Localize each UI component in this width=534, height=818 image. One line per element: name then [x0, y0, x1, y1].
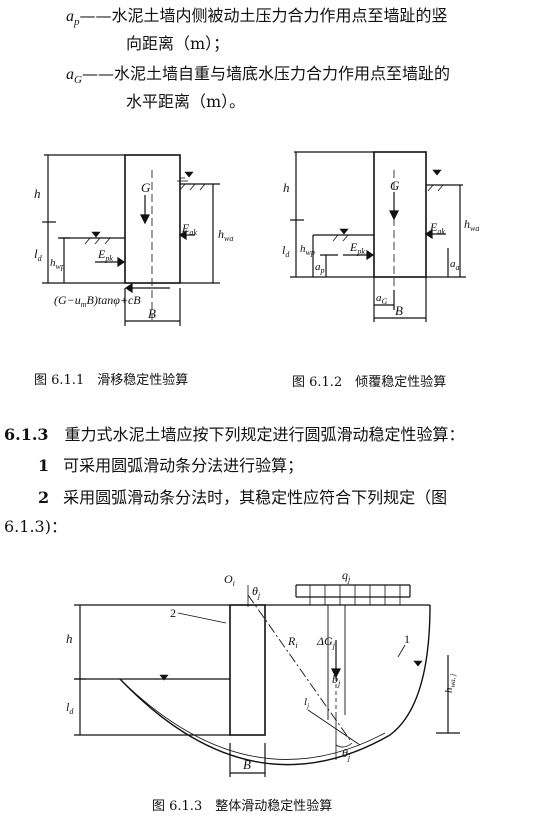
fig2-label-ld: ld [282, 243, 290, 259]
def-ap-line2: 向距离（m）； [126, 34, 230, 53]
fig1-label-Epk: Epk [97, 247, 113, 263]
fig3-label-hwaj: hwa, j [443, 674, 457, 693]
fig3-label-bj: bj [332, 672, 341, 688]
def-ag-symbol: a [66, 66, 74, 83]
figure-6-1-3: Oi θj qj 2 Ri ΔGj 1 hwa, j bj lj θj h ld… [66, 568, 460, 777]
def-ag-sub: G [74, 74, 82, 87]
fig3-caption: 图 6.1.3 整体滑动稳定性验算 [152, 799, 333, 814]
fig2-label-hwa: hwa [464, 217, 479, 233]
def-ap-text1: 水泥土墙内侧被动土压力合力作用点至墙趾的竖 [111, 6, 448, 25]
def-ag-dash: —— [81, 64, 114, 83]
section-item-1: 1 可采用圆弧滑动条分法进行验算； [38, 454, 303, 478]
item2-number: 2 [38, 488, 50, 507]
fig3-label-Oi: Oi [224, 572, 235, 588]
fig3-label-theta-top: θj [252, 584, 261, 600]
fig3-label-qj: qj [342, 568, 351, 584]
fig3-label-h: h [66, 631, 73, 646]
fig1-label-B: B [148, 306, 156, 321]
fig2-label-hwp: hwp [300, 243, 315, 257]
fig2-label-G: G [390, 178, 400, 193]
fig1-label-hwp: hwp [50, 257, 65, 271]
fig1-caption: 图 6.1.1 滑移稳定性验算 [34, 373, 189, 388]
fig1-label-hwa: hwa [218, 227, 233, 243]
fig2-label-Eak: Eak [429, 220, 445, 236]
fig2-label-B: B [395, 303, 403, 318]
fig1-label-G: G [141, 180, 151, 195]
fig2-caption: 图 6.1.2 倾覆稳定性验算 [292, 375, 447, 390]
section-6-1-3: 6.1.3 重力式水泥土墙应按下列规定进行圆弧滑动稳定性验算： [4, 423, 465, 447]
section-text: 重力式水泥土墙应按下列规定进行圆弧滑动稳定性验算： [64, 425, 465, 444]
def-ag-line1: aG——水泥土墙自重与墙底水压力合力作用点至墙趾的 [66, 62, 450, 92]
fig1-label-ld: ld [34, 246, 43, 263]
item2-text: 采用圆弧滑动条分法时，其稳定性应符合下列规定（图 [63, 488, 448, 507]
figure-6-1-1: h ld G Eak hwa Epk hwp (G−umB)tanφ+cB B [34, 154, 233, 326]
fig2-label-Epk: Epk [349, 240, 365, 256]
figure-6-1-2: h ld G Eak hwa Epk hwp ap aa aG B [282, 151, 479, 322]
def-ap-line1: ap——水泥土墙内侧被动土压力合力作用点至墙趾的竖 [66, 4, 448, 34]
fig3-label-theta-bot: θj [342, 746, 351, 762]
fig2-label-ap: ap [315, 261, 325, 275]
section-item-2: 2 采用圆弧滑动条分法时，其稳定性应符合下列规定（图 [38, 486, 447, 510]
def-ag-line2: 水平距离（m）。 [126, 92, 246, 111]
def-ag-text1: 水泥土墙自重与墙底水压力合力作用点至墙趾的 [113, 64, 450, 83]
def-ap-symbol: a [66, 8, 74, 25]
fig1-label-h: h [34, 186, 41, 201]
fig3-label-B: B [243, 757, 251, 772]
def-ap-dash: —— [79, 6, 112, 25]
fig3-label-Ri: Ri [287, 634, 298, 650]
fig2-label-aG: aG [376, 292, 388, 306]
section-item-2-cont: 6.1.3)： [4, 517, 67, 536]
fig3-label-ld: ld [66, 700, 74, 716]
fig1-label-Eak: Eak [181, 221, 197, 237]
section-number: 6.1.3 [4, 425, 49, 444]
fig1-formula: (G−umB)tanφ+cB [54, 293, 141, 309]
fig3-label-2: 2 [170, 606, 176, 620]
item1-number: 1 [38, 456, 50, 475]
fig2-label-aa: aa [450, 258, 460, 272]
fig3-label-1: 1 [404, 632, 410, 646]
def-ap-sub: p [74, 16, 80, 29]
fig3-label-dGj: ΔGj [316, 634, 336, 650]
fig3-label-lj: lj [304, 696, 309, 710]
item1-text: 可采用圆弧滑动条分法进行验算； [63, 456, 304, 475]
fig2-label-h: h [283, 180, 290, 195]
